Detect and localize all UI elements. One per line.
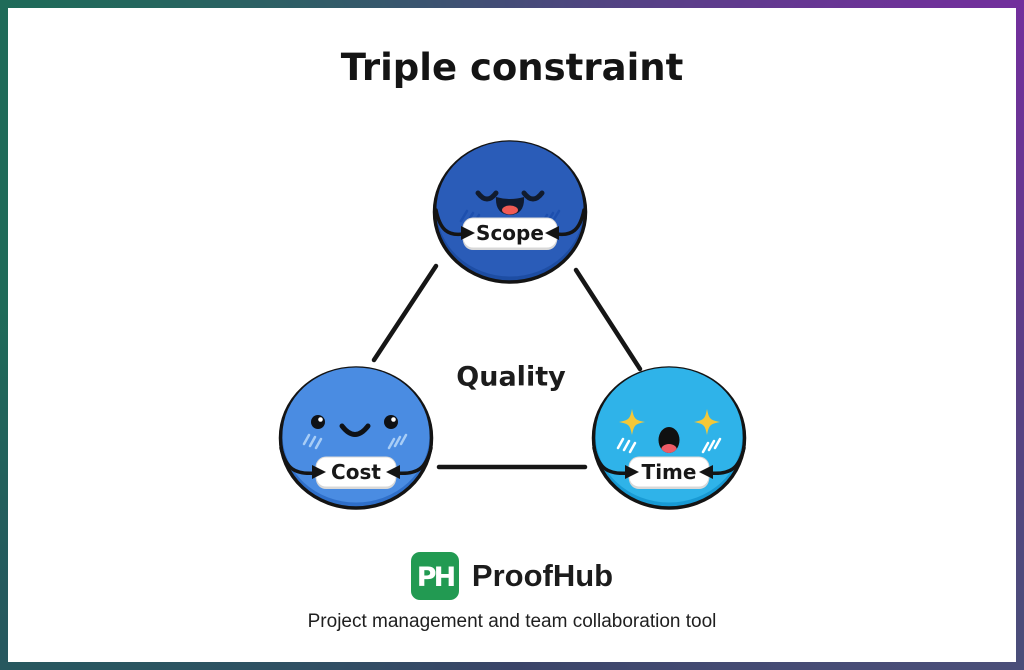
scope-character: Scope — [432, 140, 588, 284]
scope-right-eye-icon — [521, 190, 545, 202]
cost-blush-left-icon — [302, 433, 323, 450]
time-left-hand-icon — [625, 465, 639, 479]
proofhub-logo-square — [410, 552, 459, 600]
cost-left-hand-icon — [312, 465, 326, 479]
time-right-hand-icon — [699, 465, 713, 479]
edge-scope-cost — [371, 263, 439, 363]
triangle-edges — [371, 263, 643, 470]
page-title: Triple constraint — [340, 46, 684, 89]
proofhub-logo-icon: PH — [410, 552, 459, 600]
time-left-arm — [592, 446, 631, 476]
scope-left-arm — [434, 208, 465, 237]
scope-right-arm — [555, 208, 586, 237]
scope-tongue-icon — [502, 205, 518, 215]
time-right-arm — [707, 446, 746, 476]
brand-row: PH ProofHub — [8, 552, 1016, 600]
time-right-sparkle-eye-icon — [694, 409, 720, 435]
diagram-canvas: Triple constraint Quality — [8, 8, 1016, 662]
time-character: Time — [591, 366, 747, 510]
time-label: Time — [642, 460, 697, 484]
cost-left-eye-icon — [311, 415, 325, 429]
cost-character: Cost — [278, 366, 434, 510]
scope-right-hand-icon — [545, 226, 559, 240]
cost-right-arm — [394, 446, 433, 476]
scope-left-eye-icon — [475, 190, 499, 202]
cost-right-eye-icon — [384, 415, 398, 429]
scope-label: Scope — [476, 221, 544, 245]
brand-tagline: Project management and team collaboratio… — [307, 611, 717, 632]
center-quality-label: Quality — [456, 361, 566, 393]
cost-right-hand-icon — [386, 465, 400, 479]
cost-label: Cost — [331, 460, 381, 484]
proofhub-monogram: PH — [417, 562, 455, 593]
time-blush-left-icon — [616, 437, 637, 454]
time-blush-right-icon — [701, 437, 722, 454]
scope-left-hand-icon — [461, 226, 475, 240]
cost-blush-right-icon — [387, 433, 408, 450]
cost-smile-icon — [339, 423, 371, 437]
time-tongue-icon — [661, 444, 677, 453]
cost-left-eye-highlight — [318, 417, 323, 422]
cost-left-arm — [279, 446, 318, 476]
time-left-sparkle-eye-icon — [619, 409, 645, 435]
brand-name: ProofHub — [471, 558, 614, 593]
cost-right-eye-highlight — [391, 417, 396, 422]
edge-scope-time — [573, 267, 643, 372]
